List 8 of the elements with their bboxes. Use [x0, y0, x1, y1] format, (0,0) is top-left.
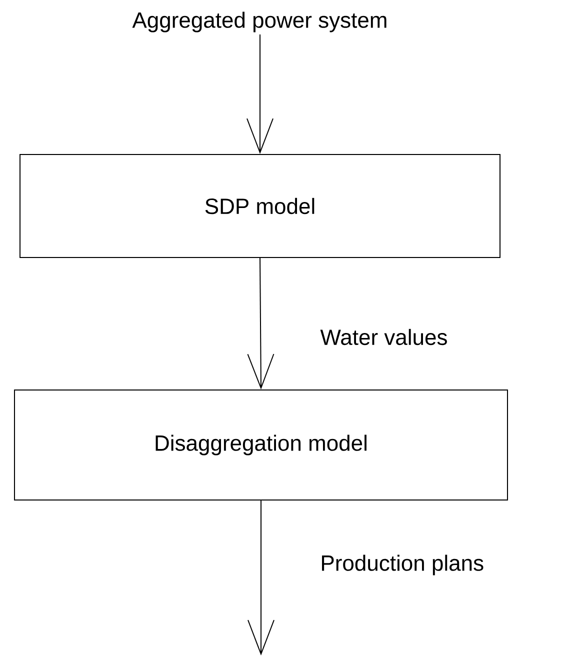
process-box: Disaggregation model — [14, 390, 508, 500]
process-box: SDP model — [20, 154, 500, 258]
arrow — [247, 258, 274, 390]
arrow — [246, 34, 274, 154]
arrow — [248, 500, 274, 656]
edge-label: Production plans — [322, 554, 484, 576]
input-label: Aggregated power system — [132, 12, 386, 32]
edge-label: Water values — [320, 328, 447, 346]
